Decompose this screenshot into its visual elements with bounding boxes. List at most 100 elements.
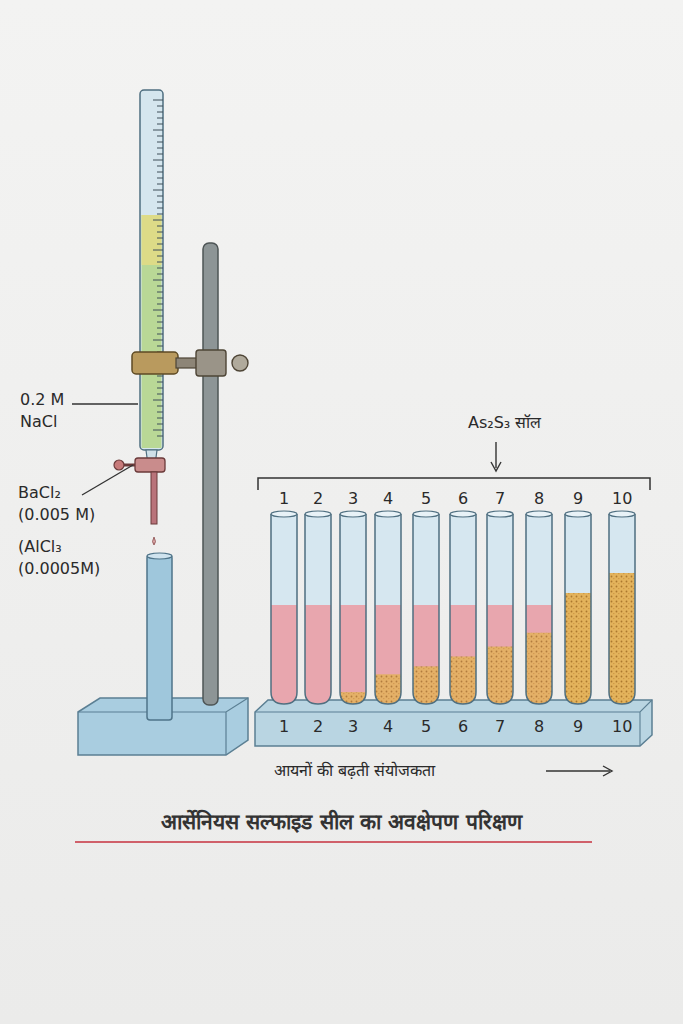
graduation xyxy=(157,202,163,203)
graduation xyxy=(157,256,163,257)
graduation xyxy=(157,382,163,383)
graduation xyxy=(157,244,163,245)
sol-liquid xyxy=(526,605,552,704)
bracket xyxy=(258,478,650,490)
reagent-label: BaCl₂ (0.005 M) xyxy=(18,482,100,525)
graduation xyxy=(157,142,163,143)
graduation xyxy=(157,238,163,239)
test-tube xyxy=(609,514,635,704)
test-tube xyxy=(340,514,366,704)
graduation xyxy=(157,436,163,437)
drop xyxy=(153,537,156,545)
tube-number: 4 xyxy=(383,488,393,510)
graduation xyxy=(153,160,163,161)
sol-liquid xyxy=(340,605,366,704)
graduation xyxy=(157,214,163,215)
graduation xyxy=(157,394,163,395)
tube-glass xyxy=(565,514,591,704)
tube-glass xyxy=(340,514,366,704)
graduation xyxy=(153,130,163,131)
graduation xyxy=(157,232,163,233)
tube-glass xyxy=(375,514,401,704)
sol-liquid xyxy=(305,605,331,704)
tube-number: 1 xyxy=(279,488,289,510)
tube-glass xyxy=(487,514,513,704)
tube-glass xyxy=(609,514,635,704)
test-tube-rack xyxy=(255,700,652,746)
graduation xyxy=(157,274,163,275)
caption-underline xyxy=(75,841,592,843)
graduation xyxy=(157,184,163,185)
test-tube xyxy=(450,514,476,704)
tube-number: 3 xyxy=(348,716,358,738)
receiver-cylinder xyxy=(147,555,172,720)
graduation xyxy=(153,220,163,221)
graduation xyxy=(157,316,163,317)
graduation xyxy=(157,226,163,227)
graduation xyxy=(157,262,163,263)
tube-glass xyxy=(526,514,552,704)
graduation xyxy=(157,328,163,329)
graduation xyxy=(153,310,163,311)
graduation xyxy=(157,172,163,173)
tube-number: 7 xyxy=(495,716,505,738)
tube-number: 1 xyxy=(279,716,289,738)
stand-rod xyxy=(203,243,218,705)
tube-number: 5 xyxy=(421,488,431,510)
reagent-label: (AlCl₃ (0.0005M) xyxy=(18,536,106,579)
sol-liquid xyxy=(413,605,439,704)
test-tube xyxy=(565,514,591,704)
graduation xyxy=(157,412,163,413)
graduation xyxy=(157,166,163,167)
graduation xyxy=(157,106,163,107)
graduation xyxy=(157,322,163,323)
graduation xyxy=(157,118,163,119)
tube-number: 8 xyxy=(534,716,544,738)
tube-number: 3 xyxy=(348,488,358,510)
graduation xyxy=(153,250,163,251)
precipitate xyxy=(565,593,591,704)
graduation xyxy=(157,112,163,113)
sol-liquid xyxy=(487,605,513,704)
graduation xyxy=(157,124,163,125)
test-tube xyxy=(413,514,439,704)
graduation xyxy=(157,292,163,293)
axis-label: आयनों की बढ़ती संयोजकता xyxy=(274,760,435,782)
precipitate xyxy=(375,674,401,704)
test-tube xyxy=(305,514,331,704)
graduation xyxy=(157,376,163,377)
graduation xyxy=(157,406,163,407)
tube-number: 9 xyxy=(573,716,583,738)
tube-glass xyxy=(413,514,439,704)
test-tube xyxy=(526,514,552,704)
graduation xyxy=(157,424,163,425)
graduation xyxy=(157,418,163,419)
sol-liquid xyxy=(609,573,635,704)
burette xyxy=(140,90,163,450)
tube-number: 10 xyxy=(612,488,632,510)
graduation xyxy=(157,346,163,347)
graduation xyxy=(157,196,163,197)
graduation xyxy=(153,100,163,101)
tube-number: 9 xyxy=(573,488,583,510)
graduation xyxy=(153,190,163,191)
graduation xyxy=(157,178,163,179)
tube-number: 5 xyxy=(421,716,431,738)
sol-liquid xyxy=(450,605,476,704)
tube-number: 2 xyxy=(313,716,323,738)
graduation xyxy=(157,388,163,389)
graduation xyxy=(153,400,163,401)
test-tube xyxy=(375,514,401,704)
graduation xyxy=(157,268,163,269)
tube-glass xyxy=(271,514,297,704)
graduation xyxy=(157,304,163,305)
tube-number: 6 xyxy=(458,488,468,510)
graduation xyxy=(157,286,163,287)
sol-label: As₂S₃ सॉल xyxy=(468,412,541,434)
precipitate xyxy=(487,647,513,704)
graduation xyxy=(153,280,163,281)
graduation xyxy=(157,208,163,209)
reagent-label: 0.2 M NaCl xyxy=(20,389,80,432)
test-tube xyxy=(271,514,297,704)
